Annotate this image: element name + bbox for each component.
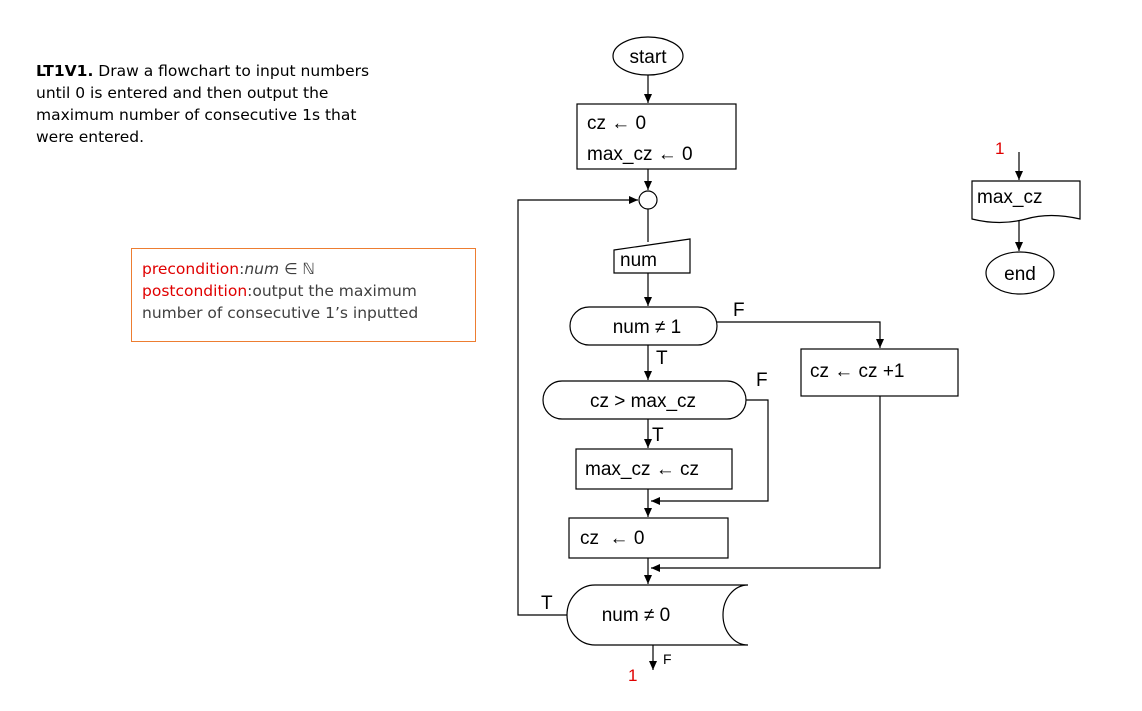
postcondition-line: postcondition:output the maximum number … — [142, 280, 465, 324]
flow-increment-merge — [651, 396, 881, 572]
cond2-true-label: T — [652, 425, 664, 446]
loop-condition-shape — [566, 584, 749, 646]
reset-cz-label: cz ← 0 — [580, 528, 644, 549]
cond1-true-label: T — [656, 348, 668, 369]
input-num-shape — [613, 238, 691, 274]
decision-num-ne-1 — [569, 306, 718, 346]
flow-loop-true-back — [517, 196, 638, 616]
init-max-label: max_cz ← 0 — [587, 144, 693, 165]
decision-cz-gt-max — [542, 380, 747, 420]
reset-cz-box — [568, 517, 729, 559]
init-process-box — [576, 103, 737, 170]
conditions-box: precondition:num ∈ ℕ postcondition:outpu… — [131, 248, 476, 342]
cond2-label: cz > max_cz — [590, 391, 696, 412]
connector-out-label: 1 — [628, 666, 637, 685]
end-label: end — [1004, 264, 1036, 285]
increment-label: cz ← cz +1 — [810, 361, 905, 382]
init-cz-label: cz ← 0 — [587, 113, 646, 134]
precondition-var: num — [244, 260, 280, 278]
cond1-false-label: F — [733, 300, 745, 321]
cond1-label: num ≠ 1 — [613, 317, 682, 338]
loop-true-label: T — [541, 593, 553, 614]
update-max-label: max_cz ← cz — [585, 459, 699, 480]
connector-in-label: 1 — [995, 139, 1004, 158]
increment-box — [800, 348, 959, 397]
update-max-box — [575, 448, 733, 490]
postcondition-sep: : — [247, 282, 253, 300]
postcondition-label: postcondition — [142, 282, 248, 300]
flow-cond1-false — [717, 321, 884, 348]
output-max-label: max_cz — [977, 187, 1042, 208]
loop-cond-label: num ≠ 0 — [602, 605, 671, 626]
input-num-label: num — [620, 250, 657, 271]
output-max-shape — [971, 180, 1081, 224]
start-label: start — [630, 47, 668, 68]
task-statement: LT1V1. Draw a flowchart to input numbers… — [36, 60, 396, 148]
precondition-label: precondition — [142, 260, 240, 278]
precondition-line: precondition:num ∈ ℕ — [142, 258, 465, 280]
flow-cond2-false — [651, 399, 769, 505]
loop-false-label: F — [663, 651, 672, 667]
precondition-set: ∈ ℕ — [279, 260, 315, 278]
cond2-false-label: F — [756, 370, 768, 391]
merge-connector — [638, 190, 658, 210]
postcondition-text: output the maximum number of consecutive… — [142, 282, 419, 322]
precondition-sep: : — [239, 260, 245, 278]
task-label: LT1V1. — [36, 62, 94, 80]
end-terminal — [985, 251, 1055, 295]
task-text: Draw a flowchart to input numbers until … — [36, 62, 370, 146]
